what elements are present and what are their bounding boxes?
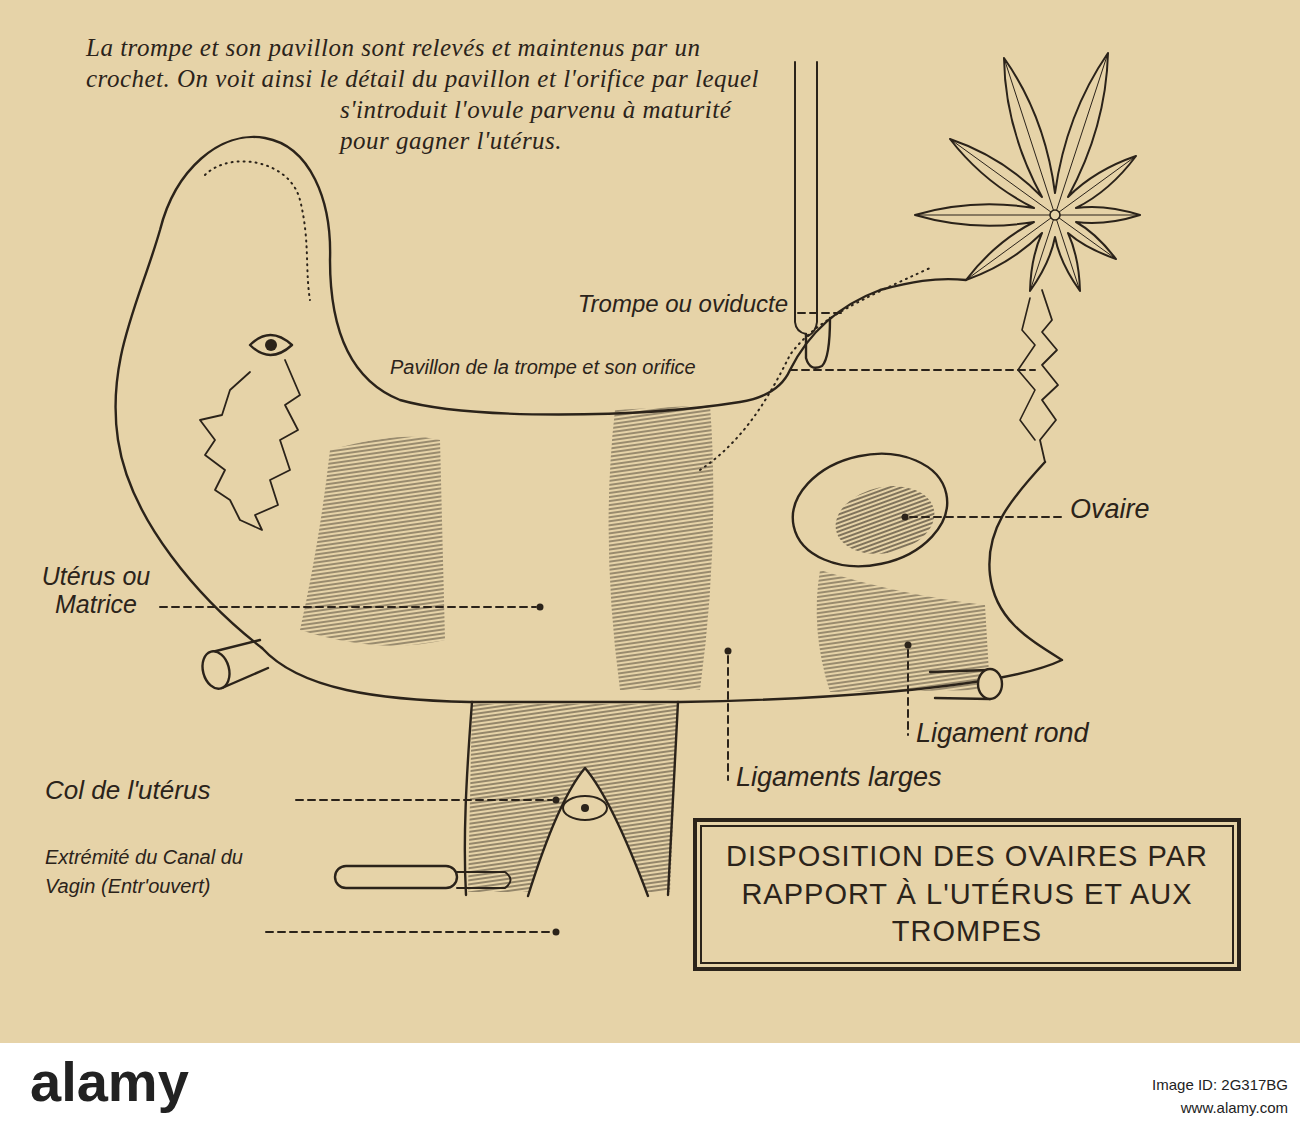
ligament-shading [609, 405, 714, 690]
hook [795, 62, 817, 336]
note: La trompe et son pavillon sont relevés e… [85, 32, 785, 262]
part-label: Ligaments larges [736, 762, 942, 793]
ovary [782, 440, 957, 580]
watermark: www.alamy.com [1090, 1099, 1288, 1116]
title-frame: DISPOSITION DES OVAIRES PAR RAPPORT À L'… [693, 818, 1241, 971]
left-fimbriae [200, 360, 300, 530]
left-pavillon [250, 335, 292, 355]
ligament-shading [817, 570, 990, 692]
fimbriae-veins [915, 53, 1140, 291]
round-ligament-end [978, 669, 1002, 699]
watermark: Image ID: 2G317BG [1090, 1076, 1288, 1093]
hook-tip [806, 318, 830, 368]
round-ligament-end [199, 648, 234, 691]
watermark: alamy [30, 1050, 189, 1114]
speculum-rod [335, 866, 457, 888]
paper-ground [0, 0, 1300, 1043]
vaginal-opening [528, 768, 648, 896]
part-label: Col de l'utérus [45, 776, 210, 806]
speculum-hook [457, 872, 511, 888]
ligament-shading [300, 437, 445, 646]
right-fimbriae [915, 53, 1140, 291]
stock-band [0, 1043, 1300, 1133]
uterus-outline [115, 137, 966, 648]
ovary-shading [829, 477, 941, 562]
part-label: Ligament rond [916, 718, 1089, 749]
cervical-os [563, 796, 607, 820]
part-label: Utérus ou Matrice [40, 562, 152, 618]
diagram-title: DISPOSITION DES OVAIRES PAR RAPPORT À L'… [719, 838, 1215, 951]
pavillon-orifice [1050, 210, 1060, 220]
part-label: Trompe ou oviducte [500, 290, 788, 318]
cervical-os [581, 804, 589, 812]
cervix-outline [465, 702, 678, 895]
part-label: Ovaire [1070, 494, 1150, 525]
fimbria-stem [1040, 290, 1058, 462]
left-pavillon-orifice [265, 339, 277, 351]
dotted-contour [205, 161, 310, 300]
part-label: Pavillon de la trompe et son orifice [390, 356, 696, 379]
part-label: Extrémité du Canal du Vagin (Entr'ouvert… [45, 843, 255, 901]
